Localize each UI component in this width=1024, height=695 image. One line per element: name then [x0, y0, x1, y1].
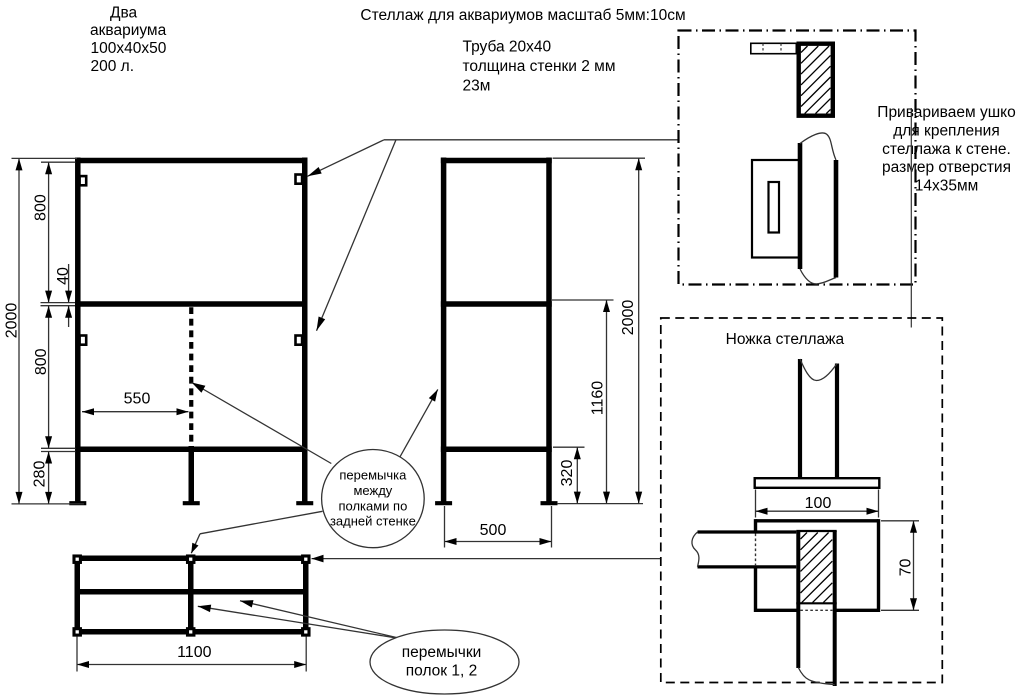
svg-text:100: 100 [805, 495, 832, 512]
svg-text:550: 550 [124, 391, 151, 408]
svg-text:200 л.: 200 л. [91, 58, 135, 75]
svg-text:Труба 20х40: Труба 20х40 [463, 39, 552, 56]
svg-text:2000: 2000 [4, 303, 21, 339]
svg-text:стеллажа к стене.: стеллажа к стене. [882, 141, 1011, 158]
svg-text:14х35мм: 14х35мм [915, 178, 979, 195]
svg-text:1100: 1100 [177, 644, 212, 661]
svg-text:между: между [353, 483, 392, 498]
svg-text:Привариваем ушко: Привариваем ушко [877, 104, 1015, 121]
svg-text:2000: 2000 [620, 300, 637, 336]
svg-text:100х40х50: 100х40х50 [91, 40, 167, 57]
svg-text:Ножка стеллажа: Ножка стеллажа [726, 331, 845, 348]
svg-text:800: 800 [33, 348, 50, 375]
svg-text:перемычка: перемычка [339, 468, 407, 483]
svg-text:для крепления: для крепления [893, 122, 999, 139]
svg-text:320: 320 [559, 460, 576, 487]
svg-text:перемычки: перемычки [402, 644, 482, 661]
svg-text:1160: 1160 [589, 381, 606, 416]
svg-text:500: 500 [480, 522, 507, 539]
svg-text:аквариума: аквариума [90, 22, 167, 39]
svg-text:полок 1, 2: полок 1, 2 [406, 663, 477, 680]
svg-text:280: 280 [31, 461, 48, 488]
svg-text:800: 800 [33, 194, 50, 221]
svg-text:40: 40 [55, 267, 72, 285]
svg-text:70: 70 [897, 559, 914, 577]
svg-text:полками по: полками по [338, 498, 407, 513]
svg-text:23м: 23м [463, 77, 491, 94]
svg-text:задней стенке: задней стенке [330, 514, 416, 529]
svg-text:Стеллаж для аквариумов масштаб: Стеллаж для аквариумов масштаб 5мм:10см [360, 7, 685, 24]
svg-text:толщина стенки 2 мм: толщина стенки 2 мм [463, 58, 616, 75]
svg-text:размер отверстия: размер отверстия [882, 159, 1011, 176]
svg-text:Два: Два [110, 5, 138, 22]
